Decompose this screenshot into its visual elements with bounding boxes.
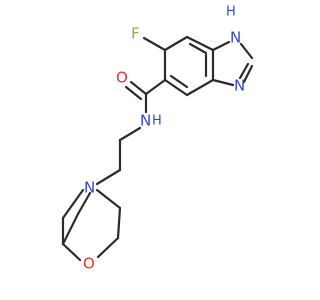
bond (96, 236, 120, 259)
bond (185, 35, 215, 52)
bond (163, 35, 189, 52)
bond (238, 62, 250, 80)
ring-oxygen-label: O (83, 255, 95, 273)
atom-label-layer: F O N H H N N N O (83, 5, 245, 273)
bond (163, 78, 189, 97)
imidazole-nh-hydrogen-label: H (226, 5, 236, 20)
bond (61, 212, 80, 246)
bond-double-inner (188, 42, 208, 55)
carbonyl-oxygen-label: O (116, 69, 128, 87)
bond (124, 85, 143, 101)
bond (118, 126, 142, 142)
bond-double-inner (169, 74, 189, 89)
amide-nitrogen-label: N (140, 112, 151, 130)
bond (185, 78, 215, 97)
bond (61, 242, 82, 262)
imidazole-n-label: N (234, 77, 245, 95)
bond (61, 188, 85, 220)
bond (76, 191, 92, 216)
bond (239, 42, 254, 60)
bond-layer (61, 35, 254, 262)
bond (211, 40, 231, 52)
structure-canvas: F O N H H N N N O (61, 5, 254, 273)
bond (116, 206, 122, 240)
fluorine-label: F (131, 25, 140, 43)
bond (95, 188, 122, 210)
bond (144, 78, 167, 96)
bond (211, 78, 235, 87)
molecule-diagram: F O N H H N N N O (61, 5, 254, 273)
ring-nitrogen-label: N (84, 179, 95, 197)
imidazole-nh-nitrogen-label: N (230, 29, 241, 47)
bond (129, 80, 148, 96)
bond (242, 64, 254, 84)
amide-hydrogen-label: H (152, 114, 162, 129)
bond (142, 36, 167, 52)
bond (95, 168, 122, 186)
